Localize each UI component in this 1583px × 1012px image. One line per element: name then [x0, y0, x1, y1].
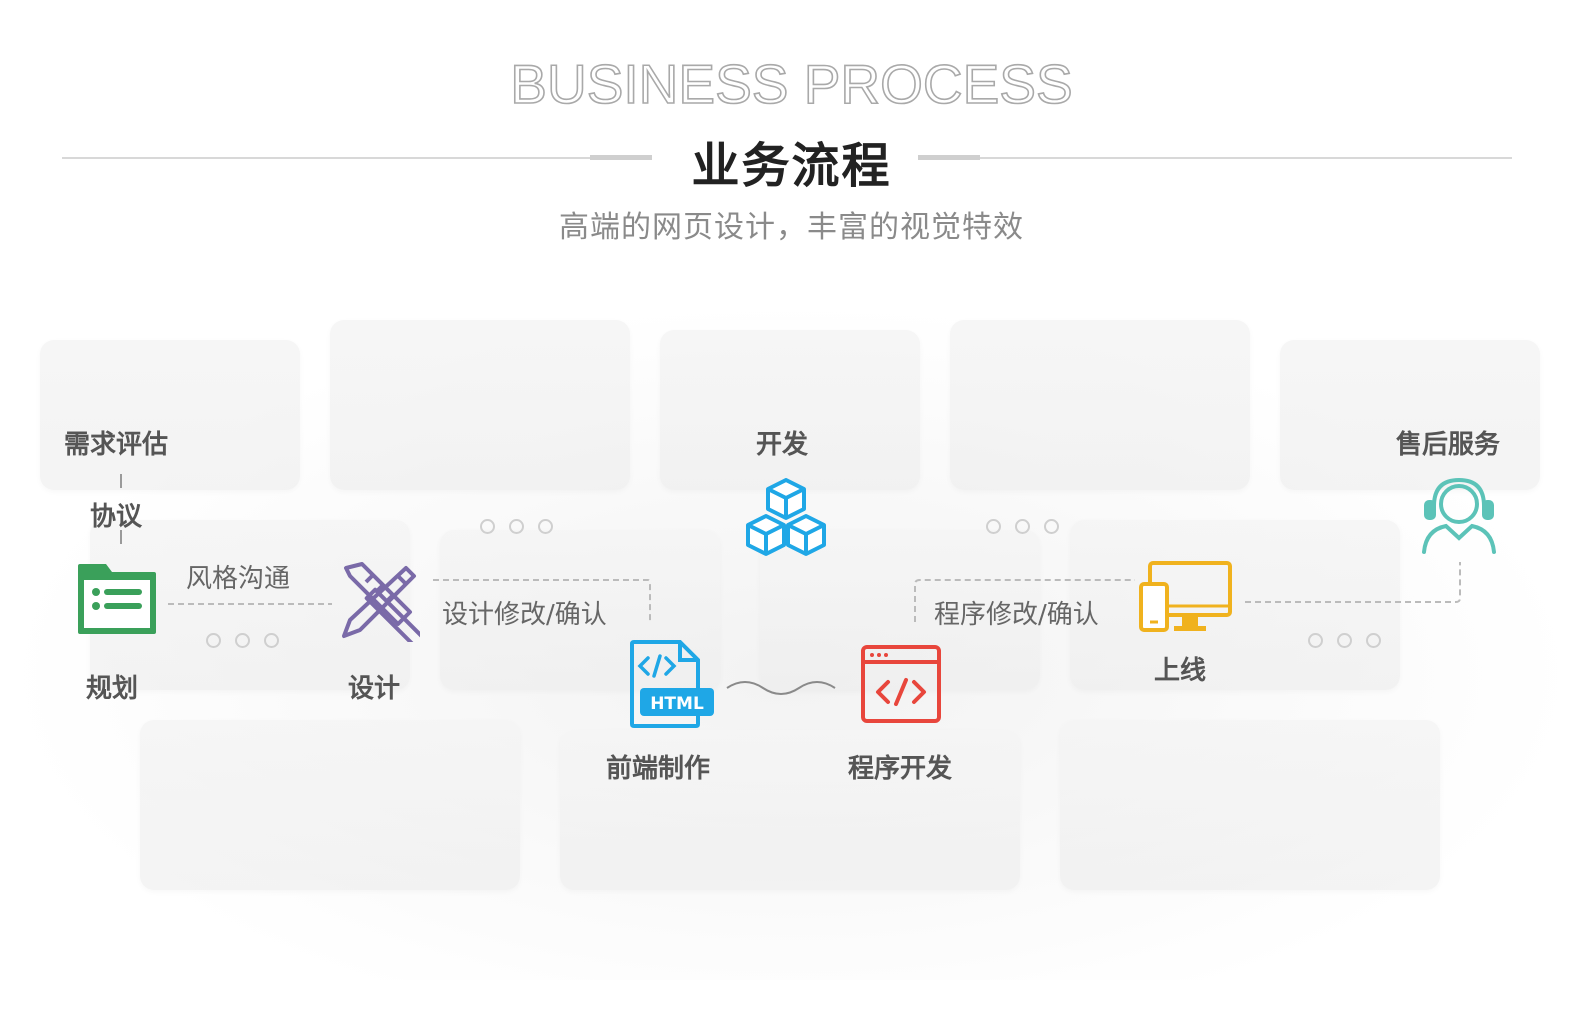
title-english: BUSINESS PROCESS [509, 52, 1073, 116]
divider-left-accent [590, 155, 652, 160]
pencil-ruler-icon [342, 562, 420, 642]
step-frontend-label: 前端制作 [606, 754, 711, 784]
step-aftersale-label: 售后服务 [1396, 430, 1501, 460]
headset-user-icon [1422, 477, 1496, 554]
dots-ellipsis [1308, 633, 1381, 648]
step-design-label: 设计 [348, 674, 401, 704]
svg-text:HTML: HTML [650, 694, 704, 714]
connector-design-revise-label: 设计修改/确认 [442, 600, 607, 630]
connector-style-talk-label: 风格沟通 [186, 564, 291, 594]
code-window-icon [861, 645, 941, 723]
html-file-icon: HTML [630, 640, 714, 728]
dots-ellipsis [206, 633, 279, 648]
step-develop-label: 开发 [756, 430, 809, 460]
title-chinese: 业务流程 [691, 138, 892, 194]
step-agreement-label: 协议 [90, 502, 143, 532]
dots-ellipsis [480, 519, 553, 534]
divider-right [980, 157, 1512, 159]
connector-program-revise-label: 程序修改/确认 [934, 600, 1099, 630]
background-texture [0, 300, 1583, 980]
devices-icon [1139, 561, 1232, 632]
subtitle: 高端的网页设计，丰富的视觉特效 [559, 210, 1024, 245]
folder-list-icon [78, 564, 156, 634]
dots-ellipsis [986, 519, 1059, 534]
divider-left [62, 157, 590, 159]
step-demand-label: 需求评估 [64, 430, 169, 460]
step-program-label: 程序开发 [848, 754, 953, 784]
cubes-icon [746, 478, 826, 556]
step-planning-label: 规划 [86, 674, 139, 704]
divider-right-accent [918, 155, 980, 160]
step-launch-label: 上线 [1154, 656, 1207, 686]
